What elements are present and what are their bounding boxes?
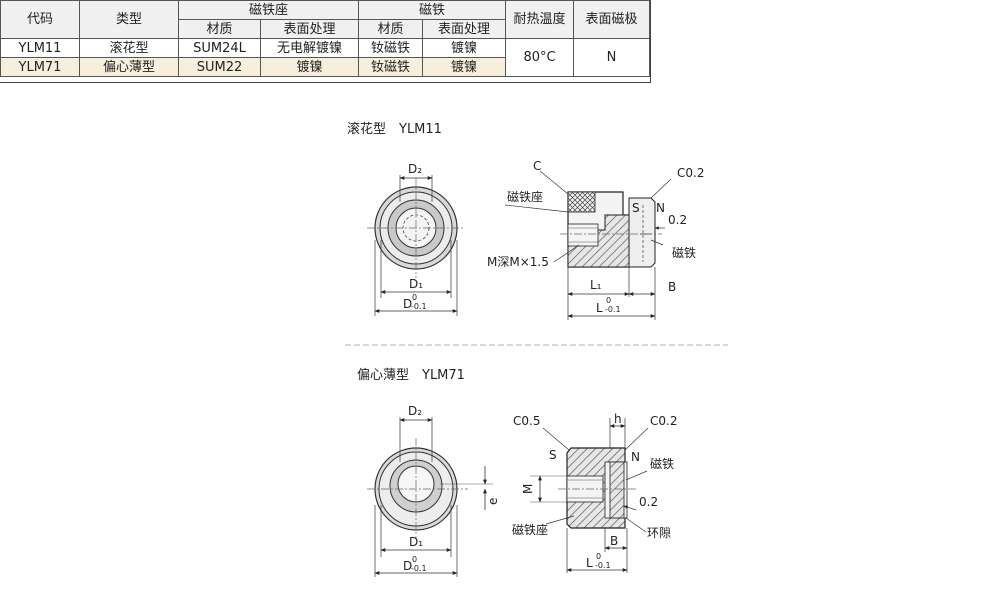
label-b: B: [668, 280, 676, 294]
caption-knurled: 滚花型 YLM11: [347, 122, 442, 137]
label-tol-bot: -0.1: [411, 302, 427, 311]
label-seat: 磁铁座: [507, 189, 543, 204]
cell-magnet-surface: 镀镍: [422, 57, 506, 77]
cell-code: YLM71: [0, 57, 80, 77]
label-gap: 环隙: [647, 526, 671, 540]
label-c05: C0.5: [513, 414, 540, 428]
label-b-b: B: [610, 534, 618, 548]
cell-pole: N: [573, 38, 650, 77]
label-s: S: [632, 201, 640, 215]
table-bottom-rule: [0, 82, 650, 83]
front-view-eccentric: [367, 417, 493, 577]
label-c02-b: C0.2: [650, 414, 677, 428]
label-02: 0.2: [668, 213, 687, 227]
label-02-b: 0.2: [639, 495, 658, 509]
label-e: e: [486, 498, 500, 505]
label-seat-b: 磁铁座: [512, 522, 548, 537]
cell-type: 滚花型: [79, 38, 179, 58]
label-c02: C0.2: [677, 166, 704, 180]
label-l-tol-bot-b: -0.1: [595, 561, 611, 570]
header-type: 类型: [79, 0, 179, 39]
label-l-tol-top-b: 0: [596, 552, 601, 561]
label-s-b: S: [549, 448, 557, 462]
table-right-rule: [650, 0, 651, 83]
spec-table: 代码 类型 磁铁座 磁铁 耐热温度 表面磁极 材质 表面处理 材质 表面处理 Y…: [0, 0, 650, 77]
label-l1: L₁: [590, 278, 602, 292]
cell-seat-material: SUM22: [178, 57, 261, 77]
label-c: C: [533, 159, 541, 173]
label-l-b: L: [586, 556, 593, 570]
label-d1: D₁: [409, 277, 423, 291]
cell-magnet-material: 钕磁铁: [358, 57, 423, 77]
label-tol-top-b: 0: [412, 555, 417, 564]
label-mthread: M深M×1.5: [487, 255, 549, 269]
header-magnet-surface: 表面处理: [422, 19, 506, 39]
cell-heat: 80°C: [505, 38, 574, 77]
header-pole: 表面磁极: [573, 0, 650, 39]
cell-type: 偏心薄型: [79, 57, 179, 77]
label-d1-b: D₁: [409, 535, 423, 549]
label-l-tol-bot: -0.1: [605, 305, 621, 314]
table-row: YLM71 偏心薄型 SUM22 镀镍 钕磁铁 镀镍: [0, 57, 650, 77]
label-d-b: D: [403, 559, 412, 573]
section-view-knurled: [504, 170, 672, 320]
caption-eccentric: 偏心薄型 YLM71: [357, 368, 465, 383]
label-tol-top: 0: [412, 293, 417, 302]
section-view-eccentric: [530, 418, 649, 573]
label-n: N: [656, 201, 665, 215]
cell-seat-surface: 镀镍: [260, 57, 359, 77]
label-n-b: N: [631, 450, 640, 464]
label-l: L: [596, 301, 603, 315]
front-view-knurled: [367, 175, 465, 316]
header-seat-material: 材质: [178, 19, 261, 39]
label-l-tol-top: 0: [606, 296, 611, 305]
header-code: 代码: [0, 0, 80, 39]
label-d: D: [403, 297, 412, 311]
label-magnet: 磁铁: [672, 245, 696, 260]
cell-magnet-surface: 镀镍: [422, 38, 506, 58]
label-tol-bot-b: -0.1: [411, 564, 427, 573]
header-heat: 耐热温度: [505, 0, 574, 39]
header-seat-surface: 表面处理: [260, 19, 359, 39]
label-d2: D₂: [408, 162, 422, 176]
label-m: M: [521, 484, 535, 494]
label-magnet-b: 磁铁: [650, 456, 674, 471]
label-h: h: [614, 412, 622, 426]
label-d2-b: D₂: [408, 404, 422, 418]
